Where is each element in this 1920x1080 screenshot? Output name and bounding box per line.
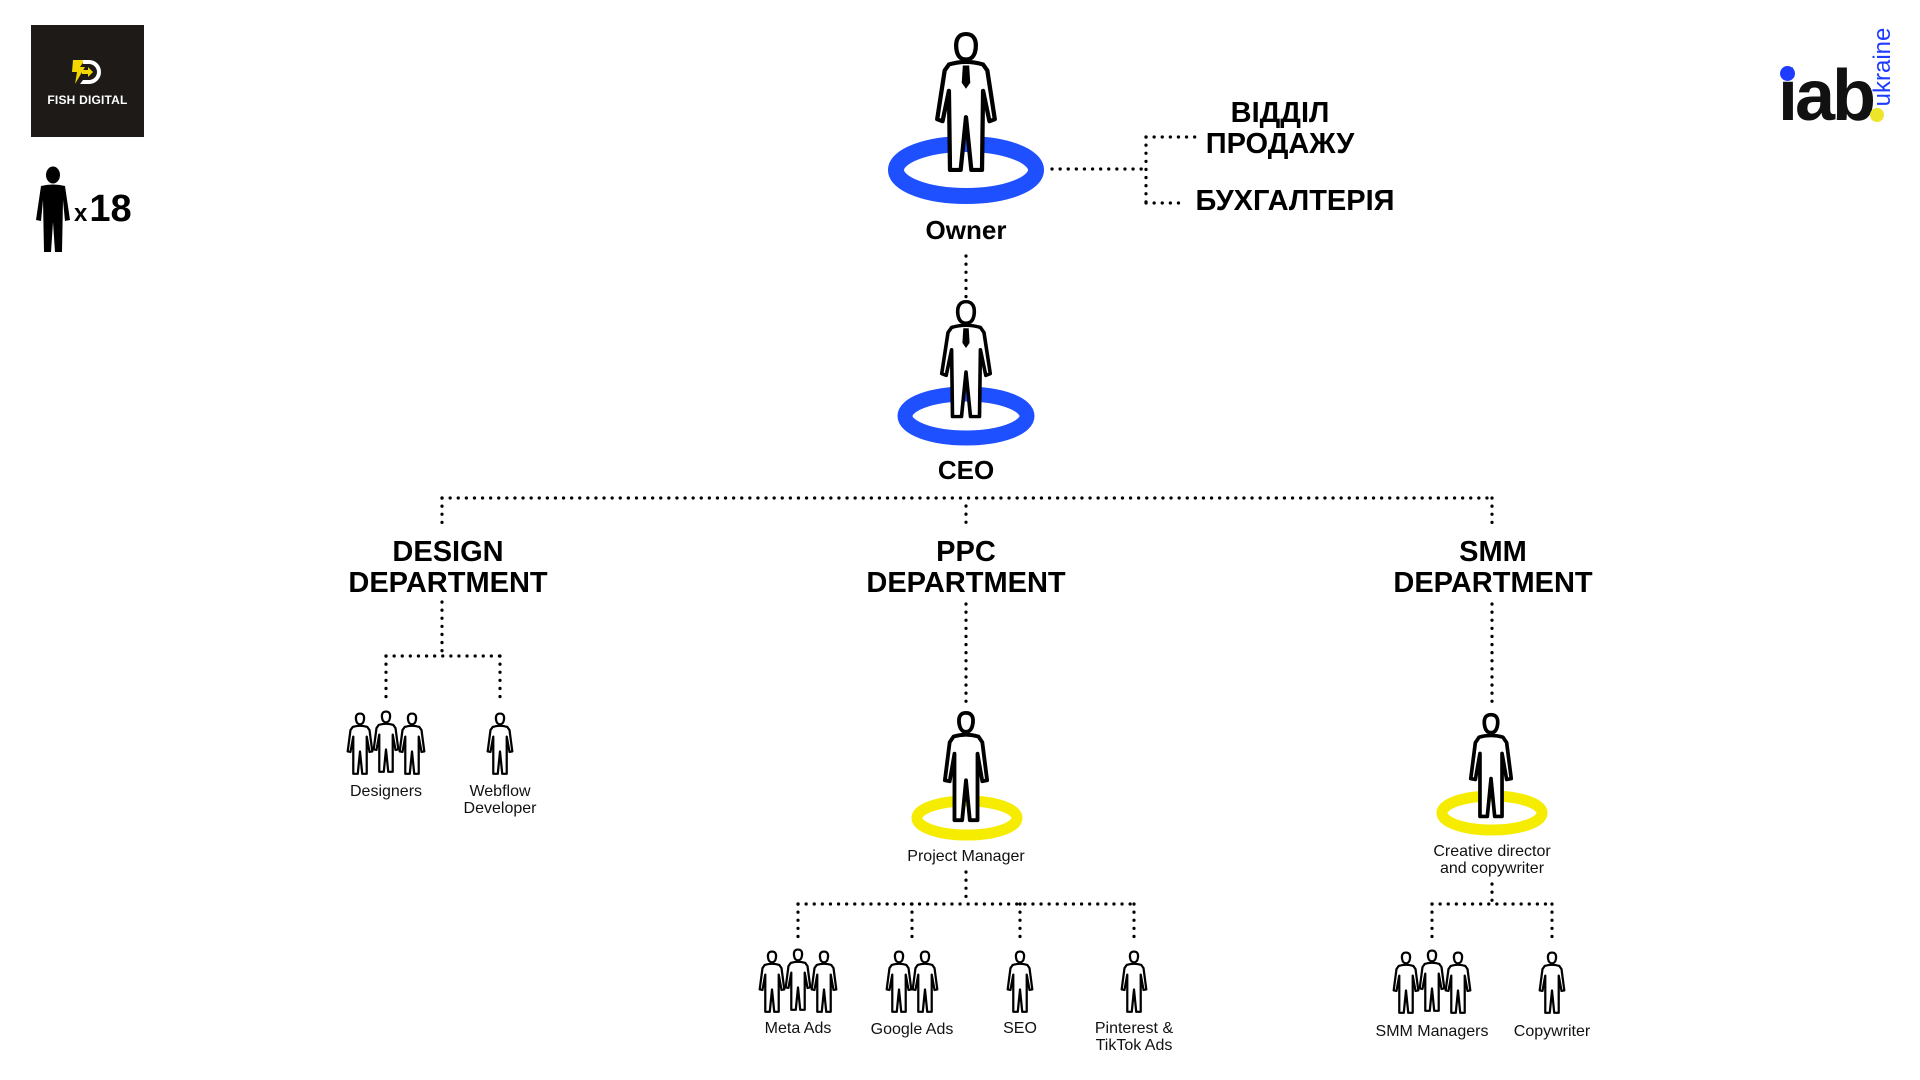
team-label: Google Ads [832,1021,992,1038]
team-label-line-1: SMM Managers [1375,1023,1489,1040]
fish-digital-logo: FISH DIGITAL [31,25,144,137]
iab-yellow-dot [1870,108,1884,122]
person-icon [1006,950,1034,1019]
side-unit-sales: ВІДДІЛ ПРОДАЖУ [1180,98,1380,160]
side-unit-accounting-line-1: БУХГАЛТЕРІЯ [1195,185,1395,217]
dept-ppc-title-line-2: DEPARTMENT [866,567,1066,599]
team-label: SMM Managers [1352,1023,1512,1040]
headcount-value: 18 [89,188,132,230]
dept-smm-title-line-2: DEPARTMENT [1393,567,1593,599]
person-icon [1392,951,1420,1020]
owner-ring [888,136,1044,204]
owner-ring-ellipse [888,136,1044,204]
team-label-line-2: TikTok Ads [1095,1037,1173,1054]
team-label-line-2: Developer [463,800,537,817]
team-label-line-1: Meta Ads [764,1020,832,1037]
person-icon [1418,949,1446,1018]
iab-ukraine-logo: iab ukraine [1778,18,1908,133]
dept-ppc-title-line-1: PPC [936,536,996,568]
ceo-ring [897,386,1035,446]
dept-design-title-line-1: DESIGN [392,536,504,568]
iab-blue-dot [1780,66,1795,81]
person-icon [885,950,913,1019]
iab-logo-suffix: ukraine [1869,27,1896,107]
dept-design-title-line-2: DEPARTMENT [348,567,548,599]
ceo-title: CEO [937,455,995,485]
person-icon [1444,951,1472,1020]
person-icon [784,948,812,1017]
team-label-line-1: Webflow [469,783,531,800]
side-unit-accounting: БУХГАЛТЕРІЯ [1180,186,1410,217]
side-unit-sales-line-2: ПРОДАЖУ [1205,128,1355,160]
person-icon [810,950,838,1019]
person-icon [1538,951,1566,1020]
ppc-lead-label: Project Manager [907,848,1025,865]
team-label: Copywriter [1472,1023,1632,1040]
person-icon [346,712,374,781]
dept-design-title: DESIGN DEPARTMENT [308,537,588,599]
team-label: Pinterest &TikTok Ads [1054,1020,1214,1054]
smm-lead-label-line-2: and copywriter [1439,860,1545,877]
smm-lead-label: Creative director and copywriter [1412,843,1572,877]
side-unit-sales-line-1: ВІДДІЛ [1230,97,1330,129]
headcount-prefix: x [74,200,88,227]
headcount-text: x18 [74,188,132,231]
dept-ppc-title: PPC DEPARTMENT [826,537,1106,599]
team-label-line-1: SEO [1003,1020,1037,1037]
team-label: Meta Ads [718,1020,878,1037]
person-icon [372,710,400,779]
team-label-line-1: Copywriter [1513,1023,1591,1040]
person-icon [758,950,786,1019]
ceo-figure-icon [939,299,993,420]
ppc-lead-figure-icon [942,710,990,824]
fish-digital-logo-text: FISH DIGITAL [47,93,128,107]
owner-figure-icon [934,31,998,174]
person-icon [486,712,514,781]
team-label-line-1: Google Ads [870,1021,954,1038]
person-icon [1120,950,1148,1019]
smm-lead-figure-icon [1468,712,1514,820]
smm-lead-label-line-1: Creative director [1433,843,1551,860]
team-label-line-1: Pinterest & [1094,1020,1174,1037]
dept-smm-title-line-1: SMM [1459,536,1527,568]
person-icon [36,166,70,252]
dept-smm-title: SMM DEPARTMENT [1353,537,1633,599]
fish-digital-mark-icon [72,60,101,84]
owner-title: Owner [925,215,1007,245]
team-label: Designers [306,783,466,800]
headcount-indicator: x18 [34,166,144,256]
team-label: SEO [940,1020,1100,1037]
person-icon [911,950,939,1019]
person-icon [398,712,426,781]
iab-logo-suffix-wrap: ukraine [1869,24,1896,110]
team-label-line-1: Designers [349,783,423,800]
ceo-ring-ellipse [897,386,1035,446]
